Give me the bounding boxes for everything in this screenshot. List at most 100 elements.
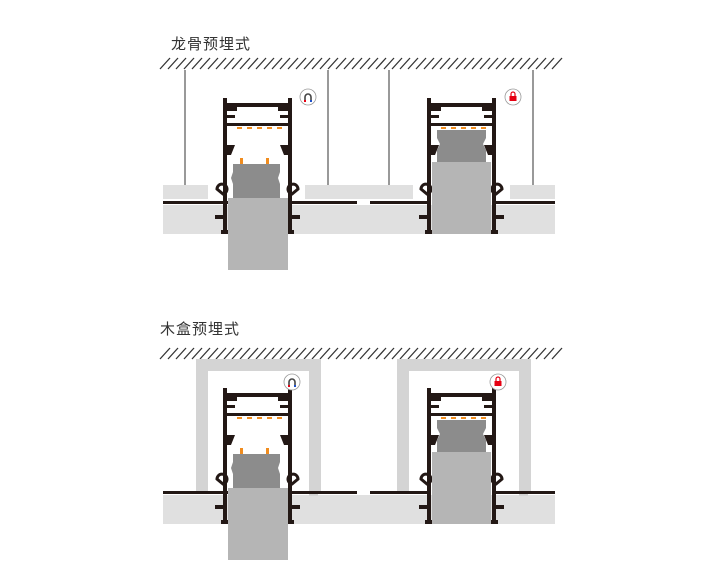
hatch-line [447, 347, 459, 360]
profile-hook [227, 435, 235, 445]
profile-foot [494, 215, 504, 219]
hatch-line [511, 347, 523, 360]
profile-wall-left [223, 388, 227, 524]
led-chip [267, 127, 272, 129]
hatch-line [471, 57, 483, 70]
hatch-line [295, 57, 307, 70]
hatch-line [383, 57, 395, 70]
lock-body [509, 96, 517, 101]
profile-clip [227, 405, 235, 408]
led-chip [471, 417, 476, 419]
led-chip [481, 417, 486, 419]
hatch-line [215, 57, 227, 70]
hatch-line [407, 57, 419, 70]
hatch-line [455, 57, 467, 70]
profile-top-bar [223, 103, 292, 107]
led-board-bar [227, 123, 288, 126]
led-chip [257, 417, 262, 419]
profile-flange [419, 182, 433, 196]
hatch-line [495, 57, 507, 70]
hatch-line [511, 57, 523, 70]
hatch-line [303, 347, 315, 360]
hatch-line [183, 57, 195, 70]
profile-clip [227, 107, 237, 111]
connector-pin [240, 158, 243, 164]
ceiling-hatch [159, 347, 563, 360]
hatch-line [191, 57, 203, 70]
driver-box [437, 130, 486, 162]
hatch-line [471, 347, 483, 360]
led-chip [267, 417, 272, 419]
profile-hook [484, 145, 492, 155]
hatch-line [167, 347, 179, 360]
profile-foot [221, 230, 229, 234]
hatch-line [207, 347, 219, 360]
led-chip [277, 417, 282, 419]
lock-body [494, 381, 502, 386]
hatch-line [191, 347, 203, 360]
profile-hook [484, 435, 492, 445]
profile-wall-left [427, 388, 431, 524]
led-chip [237, 417, 242, 419]
hatch-line [223, 347, 235, 360]
hatch-line [551, 347, 563, 360]
led-chip [277, 127, 282, 129]
hatch-line [543, 347, 555, 360]
hatch-line [255, 57, 267, 70]
hatch-line [319, 347, 331, 360]
hatch-line [535, 347, 547, 360]
profile-clip [484, 115, 492, 118]
hatch-line [439, 347, 451, 360]
profile-foot [490, 230, 498, 234]
hatch-line [319, 57, 331, 70]
hatch-line [463, 57, 475, 70]
hatch-line [367, 347, 379, 360]
hatch-line [223, 57, 235, 70]
lock-icon [504, 88, 522, 106]
profile-top-bar [427, 393, 496, 397]
hatch-line [279, 347, 291, 360]
profile-hook [431, 435, 439, 445]
led-board-bar [227, 413, 288, 416]
profile-wall-right [492, 388, 496, 524]
led-chip [247, 127, 252, 129]
led-chip [441, 127, 446, 129]
profile-wall-right [288, 388, 292, 524]
ceiling-board [163, 495, 555, 524]
hatch-line [183, 347, 195, 360]
hatch-line [199, 57, 211, 70]
led-chip [451, 127, 456, 129]
profile-clip [431, 405, 439, 408]
hatch-line [439, 57, 451, 70]
profile-hook [227, 145, 235, 155]
profile-hook [280, 145, 288, 155]
hatch-line [215, 347, 227, 360]
profile-clip [278, 107, 288, 111]
magnet-pole [304, 100, 306, 102]
profile-foot [425, 520, 433, 524]
hatch-line [391, 57, 403, 70]
hatch-line [359, 347, 371, 360]
profile-clip [431, 115, 439, 118]
hatch-line [199, 347, 211, 360]
profile-foot [425, 230, 433, 234]
hatch-line [431, 57, 443, 70]
hatch-line [175, 347, 187, 360]
profile-flange [215, 472, 229, 486]
profile-foot [490, 520, 498, 524]
keel-board [510, 185, 555, 199]
profile-flange [490, 182, 504, 196]
hatch-line [487, 57, 499, 70]
hatch-line [527, 347, 539, 360]
profile-wall-right [288, 98, 292, 234]
led-chip [257, 127, 262, 129]
hatch-line [231, 347, 243, 360]
hatch-line [311, 347, 323, 360]
hatch-line [239, 347, 251, 360]
profile-foot [286, 520, 294, 524]
hatch-line [263, 57, 275, 70]
led-chip [481, 127, 486, 129]
hatch-line [295, 347, 307, 360]
lock-icon [489, 373, 507, 391]
led-chip [451, 417, 456, 419]
